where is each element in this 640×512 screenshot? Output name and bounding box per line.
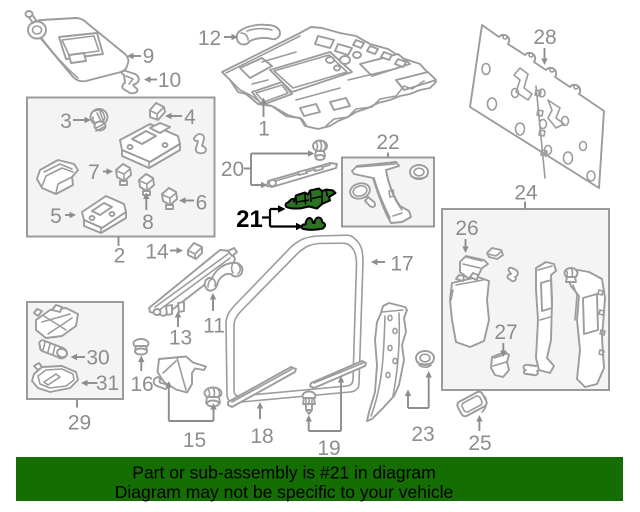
svg-text:17: 17 — [390, 253, 413, 276]
svg-text:7: 7 — [88, 161, 100, 184]
svg-text:5: 5 — [50, 205, 62, 228]
svg-text:2: 2 — [114, 245, 126, 268]
svg-text:13: 13 — [169, 327, 192, 350]
svg-text:26: 26 — [455, 217, 478, 240]
svg-text:11: 11 — [203, 315, 225, 338]
svg-text:15: 15 — [183, 429, 206, 452]
svg-text:25: 25 — [468, 432, 491, 455]
svg-text:Part or sub-assembly is #21 in: Part or sub-assembly is #21 in diagram — [132, 463, 435, 483]
svg-text:8: 8 — [142, 211, 154, 234]
svg-text:4: 4 — [184, 106, 196, 129]
svg-text:9: 9 — [143, 45, 155, 68]
svg-text:28: 28 — [533, 26, 556, 49]
svg-text:1: 1 — [258, 118, 270, 141]
svg-text:3: 3 — [60, 110, 72, 133]
svg-text:24: 24 — [514, 182, 538, 205]
svg-text:14: 14 — [145, 241, 169, 264]
svg-text:30: 30 — [86, 347, 109, 370]
svg-text:12: 12 — [198, 27, 221, 50]
svg-text:29: 29 — [68, 412, 91, 435]
svg-text:20: 20 — [221, 158, 244, 181]
svg-text:18: 18 — [250, 425, 273, 448]
svg-text:31: 31 — [96, 372, 119, 395]
svg-text:10: 10 — [158, 69, 181, 92]
svg-text:21: 21 — [236, 206, 263, 233]
svg-text:19: 19 — [317, 437, 340, 460]
svg-text:Diagram may not be specific to: Diagram may not be specific to your vehi… — [115, 482, 453, 502]
svg-text:22: 22 — [376, 131, 399, 154]
svg-text:16: 16 — [130, 373, 153, 396]
svg-text:27: 27 — [494, 321, 517, 344]
svg-text:23: 23 — [411, 423, 434, 446]
svg-text:6: 6 — [196, 192, 208, 215]
